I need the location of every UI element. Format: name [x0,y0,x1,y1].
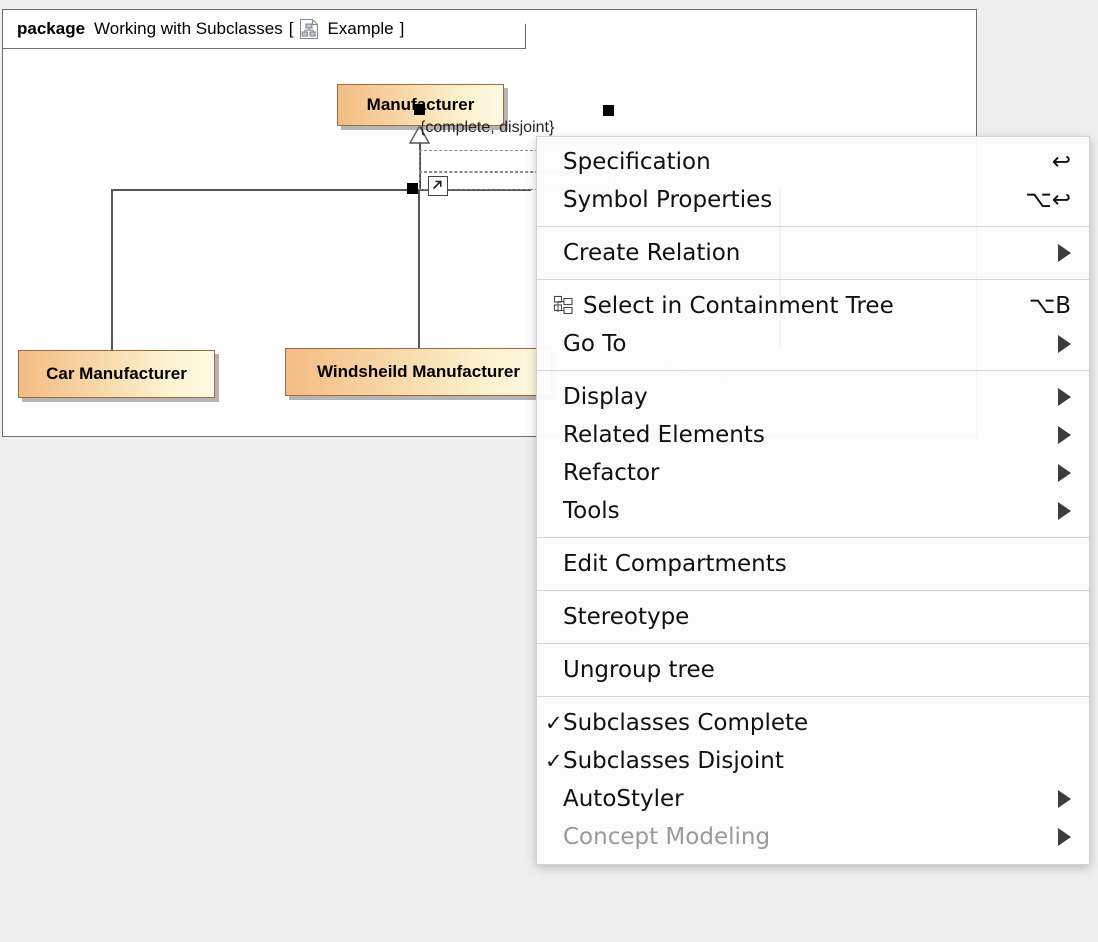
menu-item-shortcut: ↩ [1051,149,1071,175]
class-name-label: Windsheild Manufacturer [317,362,520,381]
menu-item-label: Edit Compartments [563,551,787,577]
menu-separator [537,643,1089,644]
submenu-arrow-icon [1058,244,1071,262]
package-keyword: package [17,19,86,38]
menu-item-label: AutoStyler [563,786,684,812]
menu-group: ✓Subclasses Complete✓Subclasses Disjoint… [537,704,1089,856]
menu-item-symbol-properties[interactable]: Symbol Properties ⌥↩ [537,181,1089,219]
menu-item-stereotype[interactable]: Stereotype [537,598,1089,636]
menu-group: Select in Containment Tree ⌥B Go To [537,287,1089,363]
menu-item-label: Display [563,384,648,410]
menu-item-tools[interactable]: Tools [537,492,1089,530]
menu-item-label: Select in Containment Tree [583,293,894,319]
menu-item-label: Stereotype [563,604,690,630]
menu-item-label: Specification [563,149,711,175]
menu-group: Edit Compartments [537,545,1089,583]
selection-handle-bus[interactable] [407,183,418,194]
menu-item-edit-compartments[interactable]: Edit Compartments [537,545,1089,583]
submenu-arrow-icon [1058,426,1071,444]
menu-separator [537,279,1089,280]
menu-group: Create Relation [537,234,1089,272]
menu-item-display[interactable]: Display [537,378,1089,416]
class-box-car-manufacturer[interactable]: Car Manufacturer [18,350,215,398]
menu-item-label: Create Relation [563,240,741,266]
menu-item-shortcut: ⌥B [1028,293,1071,319]
checkmark-icon: ✓ [545,711,563,735]
generalization-bus-line [111,189,531,191]
submenu-arrow-icon [1058,502,1071,520]
menu-group: Ungroup tree [537,651,1089,689]
generalization-constraint-label: {complete, disjoint} [420,119,555,136]
menu-item-concept-modeling: Concept Modeling [537,818,1089,856]
submenu-arrow-icon [1058,790,1071,808]
menu-group: Specification ↩ Symbol Properties ⌥↩ [537,143,1089,219]
menu-item-label: Subclasses Complete [563,710,809,736]
package-name: Working with Subclasses [94,19,283,38]
class-box-manufacturer[interactable]: Manufacturer [337,84,504,126]
submenu-arrow-icon [1058,828,1071,846]
menu-item-refactor[interactable]: Refactor [537,454,1089,492]
menu-item-specification[interactable]: Specification ↩ [537,143,1089,181]
menu-item-create-relation[interactable]: Create Relation [537,234,1089,272]
diagram-name: Example [327,19,394,38]
submenu-arrow-icon [1058,464,1071,482]
menu-item-label: Symbol Properties [563,187,773,213]
selection-handle-top[interactable] [414,104,425,115]
submenu-arrow-icon [1058,388,1071,406]
menu-item-select-in-containment-tree[interactable]: Select in Containment Tree ⌥B [537,287,1089,325]
open-in-new-icon[interactable] [428,176,448,196]
menu-group: Stereotype [537,598,1089,636]
menu-item-subclasses-disjoint[interactable]: ✓Subclasses Disjoint [537,742,1089,780]
context-menu[interactable]: Specification ↩ Symbol Properties ⌥↩ Create … [536,136,1090,865]
menu-item-label: Related Elements [563,422,765,448]
submenu-arrow-icon [1058,335,1071,353]
menu-item-ungroup-tree[interactable]: Ungroup tree [537,651,1089,689]
menu-item-go-to[interactable]: Go To [537,325,1089,363]
menu-item-subclasses-complete[interactable]: ✓Subclasses Complete [537,704,1089,742]
class-diagram-icon [299,18,319,40]
bracket-open: [ [288,19,294,38]
menu-separator [537,537,1089,538]
menu-item-autostyler[interactable]: AutoStyler [537,780,1089,818]
generalization-triangle-icon [408,125,431,144]
containment-tree-icon [553,295,579,317]
menu-item-shortcut: ⌥↩ [1025,187,1071,213]
menu-item-label: Go To [563,331,627,357]
menu-separator [537,370,1089,371]
generalization-drop-car [111,189,113,350]
menu-item-label: Concept Modeling [563,824,771,850]
menu-item-label: Ungroup tree [563,657,715,683]
menu-item-label: Subclasses Disjoint [563,748,784,774]
class-box-windsheild-manufacturer[interactable]: Windsheild Manufacturer [285,348,552,396]
menu-separator [537,590,1089,591]
class-name-label: Car Manufacturer [46,364,187,383]
menu-separator [537,696,1089,697]
menu-item-label: Refactor [563,460,660,486]
package-header: package Working with Subclasses [ Exampl… [2,9,526,49]
menu-item-label: Tools [563,498,620,524]
menu-separator [537,226,1089,227]
generalization-drop-windsheild [418,189,420,348]
checkmark-icon: ✓ [545,749,563,773]
bracket-close: ] [399,19,405,38]
menu-item-related-elements[interactable]: Related Elements [537,416,1089,454]
selection-handle-right[interactable] [603,105,614,116]
